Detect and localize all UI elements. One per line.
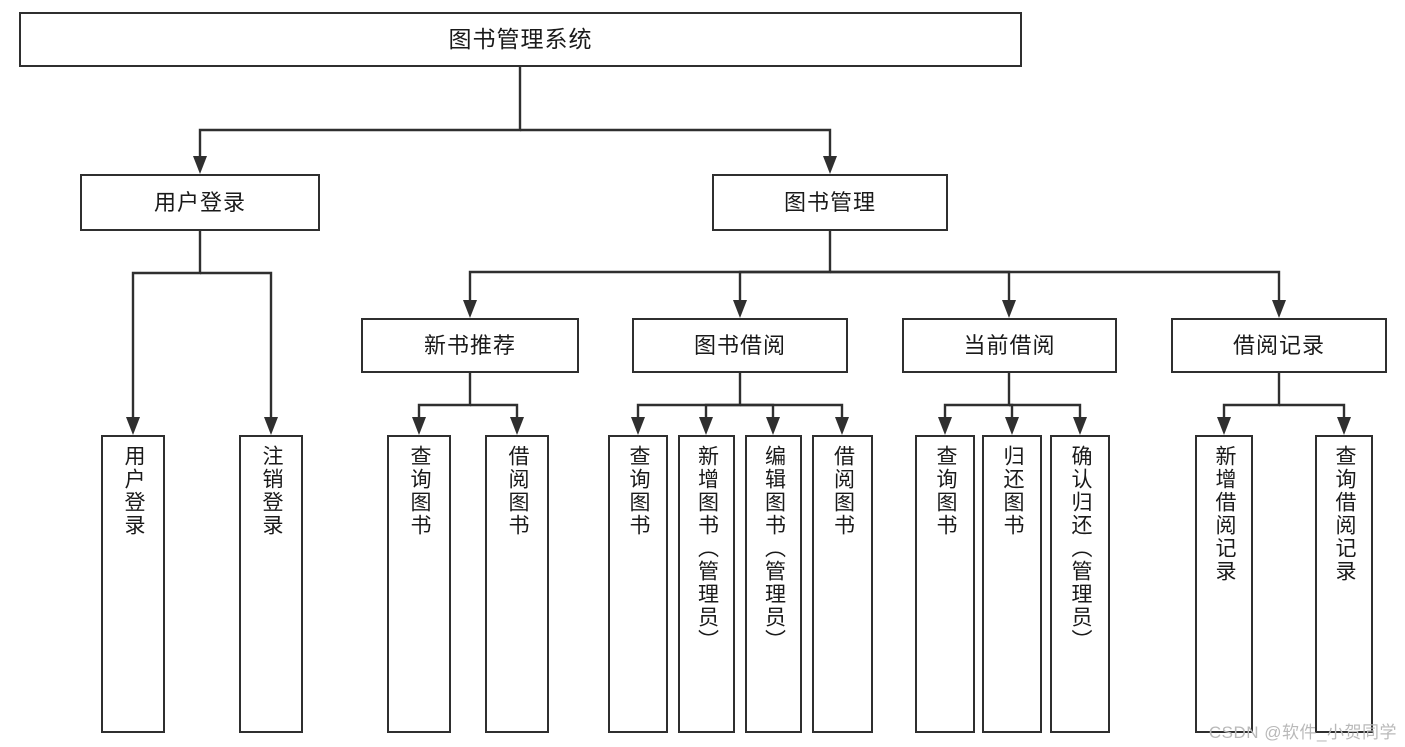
node-current-borrow[interactable]: 当前借阅 xyxy=(902,318,1117,373)
edge-root-to-level2 xyxy=(193,67,837,174)
node-book-borrow[interactable]: 图书借阅 xyxy=(632,318,848,373)
node-leaf-return-book[interactable]: 归还图书 xyxy=(982,435,1042,733)
node-root[interactable]: 图书管理系统 xyxy=(19,12,1022,67)
node-leaf-edit-book-admin-label: 编辑图书（管理员） xyxy=(762,445,786,652)
node-leaf-add-book-admin[interactable]: 新增图书（管理员） xyxy=(678,435,735,733)
node-leaf-query-book-borrow-label: 查询图书 xyxy=(627,445,651,537)
node-leaf-query-borrow-record-label: 查询借阅记录 xyxy=(1333,445,1357,583)
node-leaf-confirm-return-admin[interactable]: 确认归还（管理员） xyxy=(1050,435,1110,733)
node-leaf-add-borrow-record[interactable]: 新增借阅记录 xyxy=(1195,435,1253,733)
node-leaf-borrow-book[interactable]: 借阅图书 xyxy=(812,435,873,733)
node-leaf-query-book-current-label: 查询图书 xyxy=(934,445,958,537)
edge-new-book-recommend-to-leaves xyxy=(412,373,524,435)
node-leaf-user-login-label: 用户登录 xyxy=(122,445,146,537)
node-leaf-return-book-label: 归还图书 xyxy=(1001,445,1025,537)
node-leaf-user-login[interactable]: 用户登录 xyxy=(101,435,165,733)
node-current-borrow-label: 当前借阅 xyxy=(963,332,1056,358)
node-new-book-recommend-label: 新书推荐 xyxy=(423,332,516,358)
edge-current-borrow-to-leaves xyxy=(938,373,1087,435)
node-new-book-recommend[interactable]: 新书推荐 xyxy=(361,318,579,373)
edge-user-login-to-leaves xyxy=(126,231,278,435)
edge-book-manage-to-level3 xyxy=(463,231,1286,318)
node-leaf-borrow-book-label: 借阅图书 xyxy=(831,445,855,537)
node-leaf-user-logout-label: 注销登录 xyxy=(260,445,284,537)
node-user-login-label: 用户登录 xyxy=(153,189,246,215)
node-leaf-query-borrow-record[interactable]: 查询借阅记录 xyxy=(1315,435,1373,733)
node-leaf-borrow-book-recommend[interactable]: 借阅图书 xyxy=(485,435,549,733)
node-leaf-add-borrow-record-label: 新增借阅记录 xyxy=(1213,445,1237,583)
node-book-borrow-label: 图书借阅 xyxy=(693,332,786,358)
node-leaf-user-logout[interactable]: 注销登录 xyxy=(239,435,303,733)
node-root-label: 图书管理系统 xyxy=(448,25,593,52)
node-book-manage[interactable]: 图书管理 xyxy=(712,174,948,231)
csdn-watermark: CSDN @软件_小贺同学 xyxy=(1208,723,1397,742)
node-book-manage-label: 图书管理 xyxy=(783,189,876,215)
node-leaf-add-book-admin-label: 新增图书（管理员） xyxy=(695,445,719,652)
node-borrow-record[interactable]: 借阅记录 xyxy=(1171,318,1387,373)
node-leaf-query-book-recommend[interactable]: 查询图书 xyxy=(387,435,451,733)
edge-borrow-record-to-leaves xyxy=(1217,373,1351,435)
node-leaf-borrow-book-recommend-label: 借阅图书 xyxy=(506,445,530,537)
node-leaf-confirm-return-admin-label: 确认归还（管理员） xyxy=(1069,445,1093,652)
node-user-login[interactable]: 用户登录 xyxy=(80,174,320,231)
node-leaf-query-book-current[interactable]: 查询图书 xyxy=(915,435,975,733)
node-leaf-query-book-recommend-label: 查询图书 xyxy=(408,445,432,537)
node-leaf-edit-book-admin[interactable]: 编辑图书（管理员） xyxy=(745,435,802,733)
node-leaf-query-book-borrow[interactable]: 查询图书 xyxy=(608,435,668,733)
node-borrow-record-label: 借阅记录 xyxy=(1232,332,1325,358)
edge-book-borrow-to-leaves xyxy=(631,373,849,435)
